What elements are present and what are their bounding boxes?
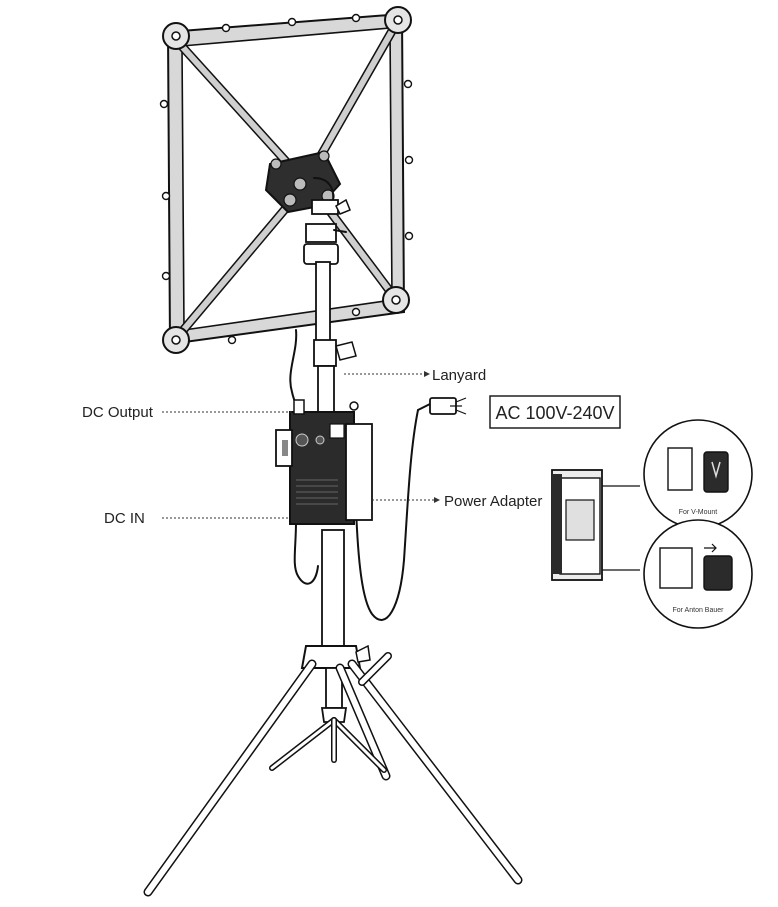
v-mount-caption: For V-Mount — [679, 509, 718, 516]
stand-pole — [300, 261, 371, 723]
anton-bauer-detail: For Anton Bauer — [643, 519, 753, 629]
power-adapter-label: Power Adapter — [444, 493, 542, 510]
swivel-bracket — [303, 177, 351, 265]
light-panel-frame — [159, 6, 414, 354]
dc-output-label: DC Output — [82, 404, 154, 421]
v-mount-detail: For V-Mount — [643, 419, 753, 529]
power-adapter-box — [275, 399, 373, 525]
ac-plug — [429, 397, 467, 415]
ac-voltage-box — [489, 395, 621, 429]
ac-voltage-label: AC 100V-240V — [495, 403, 614, 423]
tripod-legs — [143, 652, 523, 897]
leader-lines — [162, 373, 434, 519]
anton-bauer-caption: For Anton Bauer — [673, 607, 725, 614]
lanyard-label: Lanyard — [432, 367, 486, 384]
battery-plate — [551, 469, 640, 581]
dc-in-label: DC IN — [104, 510, 145, 527]
